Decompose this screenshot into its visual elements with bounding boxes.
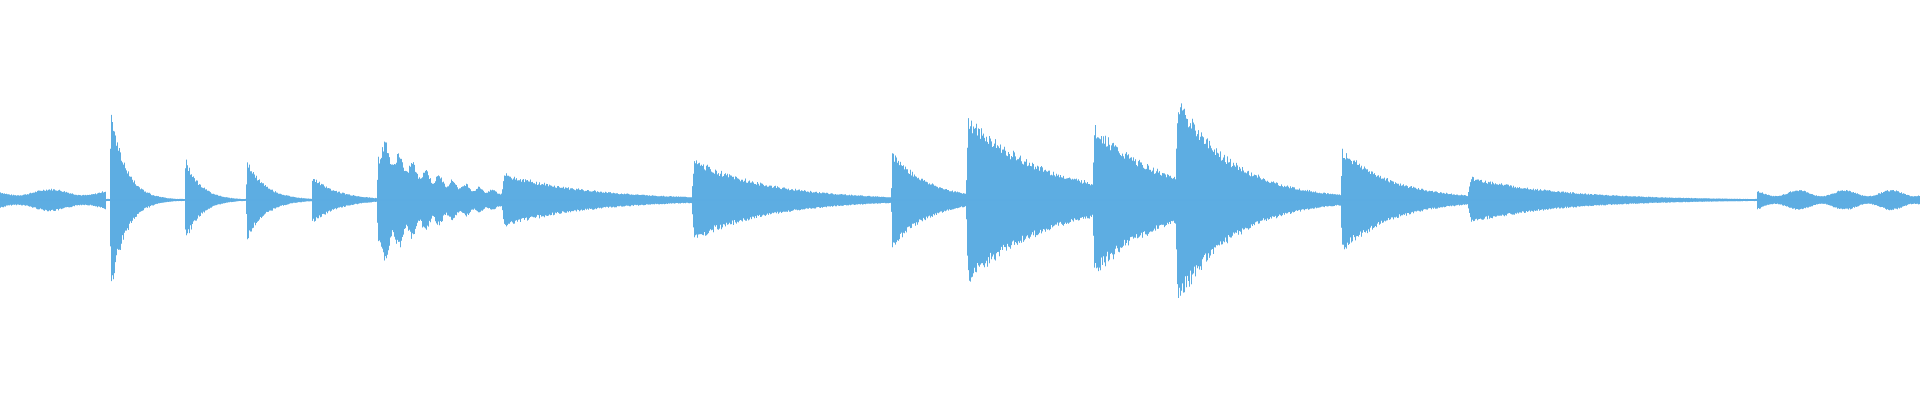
waveform-trace (0, 103, 1920, 298)
